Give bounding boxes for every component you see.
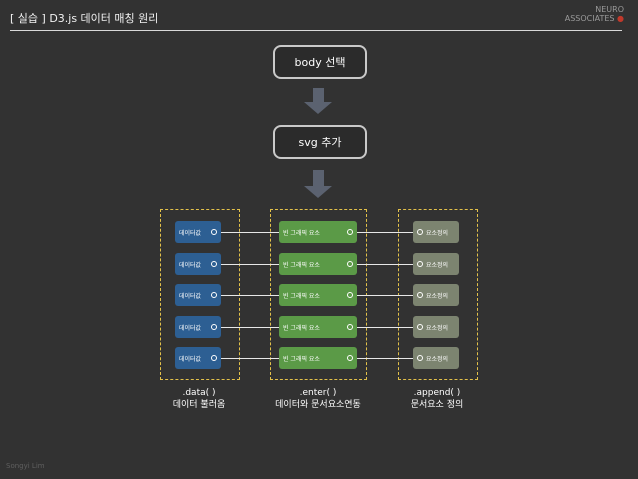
- step-body-select: body 선택: [273, 45, 367, 79]
- connector-point-icon: [211, 324, 217, 330]
- enter-chip: 빈 그래픽 요소: [279, 221, 357, 243]
- append-chip: 요소정의: [413, 347, 459, 369]
- step-label: svg 추가: [298, 136, 342, 149]
- connector-point-icon: [211, 261, 217, 267]
- append-chip-label: 요소정의: [426, 229, 449, 237]
- append-description: 문서요소 정의: [410, 400, 464, 410]
- match-line: [214, 264, 294, 265]
- arrow-head-icon: [304, 186, 332, 198]
- data-chip: 데이터값: [175, 316, 221, 338]
- connector-point-icon: [417, 292, 423, 298]
- match-line: [214, 295, 294, 296]
- enter-group-frame: [270, 209, 367, 380]
- data-description: 데이터 불러옴: [172, 400, 226, 410]
- match-line: [214, 358, 294, 359]
- enter-chip-label: 빈 그래픽 요소: [283, 292, 320, 300]
- append-caption: .append( ) 문서요소 정의: [378, 387, 496, 411]
- enter-chip: 빈 그래픽 요소: [279, 347, 357, 369]
- page-title: [ 실습 ] D3.js 데이터 매칭 원리: [10, 12, 159, 25]
- author-credit: Songyi Lim: [6, 462, 45, 470]
- connector-point-icon: [211, 229, 217, 235]
- append-group-frame: [398, 209, 478, 380]
- data-chip: 데이터값: [175, 347, 221, 369]
- enter-description: 데이터와 문서요소연동: [275, 400, 361, 410]
- enter-chip-label: 빈 그래픽 요소: [283, 324, 320, 332]
- match-line: [352, 264, 426, 265]
- append-chip-label: 요소정의: [426, 261, 449, 269]
- data-chip: 데이터값: [175, 253, 221, 275]
- data-group-frame: [160, 209, 240, 380]
- match-line: [214, 327, 294, 328]
- enter-chip: 빈 그래픽 요소: [279, 284, 357, 306]
- connector-point-icon: [347, 355, 353, 361]
- enter-method: .enter( ): [299, 388, 337, 398]
- match-line: [214, 232, 294, 233]
- brand-line-2: ASSOCIATES: [564, 14, 615, 23]
- brand-line-1: NEURO: [595, 5, 624, 14]
- enter-chip: 빈 그래픽 요소: [279, 253, 357, 275]
- brand-logo: NEURO ASSOCIATES ●: [565, 5, 624, 23]
- enter-chip-label: 빈 그래픽 요소: [283, 355, 320, 363]
- connector-point-icon: [211, 292, 217, 298]
- append-chip-label: 요소정의: [426, 355, 449, 363]
- connector-point-icon: [417, 229, 423, 235]
- append-method: .append( ): [413, 388, 461, 398]
- data-chip-label: 데이터값: [179, 292, 202, 300]
- match-line: [352, 358, 426, 359]
- match-line: [352, 327, 426, 328]
- data-chip-label: 데이터값: [179, 261, 202, 269]
- connector-point-icon: [417, 261, 423, 267]
- match-line: [352, 295, 426, 296]
- connector-point-icon: [347, 292, 353, 298]
- data-chip-label: 데이터값: [179, 355, 202, 363]
- arrow-down-icon: [313, 170, 324, 186]
- append-chip: 요소정의: [413, 253, 459, 275]
- enter-caption: .enter( ) 데이터와 문서요소연동: [250, 387, 386, 411]
- brand-dot-icon: ●: [617, 14, 624, 23]
- append-chip: 요소정의: [413, 284, 459, 306]
- data-caption: .data( ) 데이터 불러옴: [140, 387, 258, 411]
- enter-chip: 빈 그래픽 요소: [279, 316, 357, 338]
- connector-point-icon: [347, 324, 353, 330]
- append-chip: 요소정의: [413, 221, 459, 243]
- append-chip-label: 요소정의: [426, 324, 449, 332]
- data-chip: 데이터값: [175, 284, 221, 306]
- append-chip-label: 요소정의: [426, 292, 449, 300]
- arrow-down-icon: [313, 88, 324, 102]
- connector-point-icon: [347, 229, 353, 235]
- data-chip-label: 데이터값: [179, 229, 202, 237]
- data-chip: 데이터값: [175, 221, 221, 243]
- title-rule: [10, 30, 622, 31]
- connector-point-icon: [211, 355, 217, 361]
- connector-point-icon: [347, 261, 353, 267]
- step-svg-append: svg 추가: [273, 125, 367, 159]
- enter-chip-label: 빈 그래픽 요소: [283, 229, 320, 237]
- enter-chip-label: 빈 그래픽 요소: [283, 261, 320, 269]
- arrow-head-icon: [304, 102, 332, 114]
- step-label: body 선택: [294, 56, 346, 69]
- connector-point-icon: [417, 324, 423, 330]
- append-chip: 요소정의: [413, 316, 459, 338]
- data-chip-label: 데이터값: [179, 324, 202, 332]
- connector-point-icon: [417, 355, 423, 361]
- data-method: .data( ): [182, 388, 216, 398]
- match-line: [352, 232, 426, 233]
